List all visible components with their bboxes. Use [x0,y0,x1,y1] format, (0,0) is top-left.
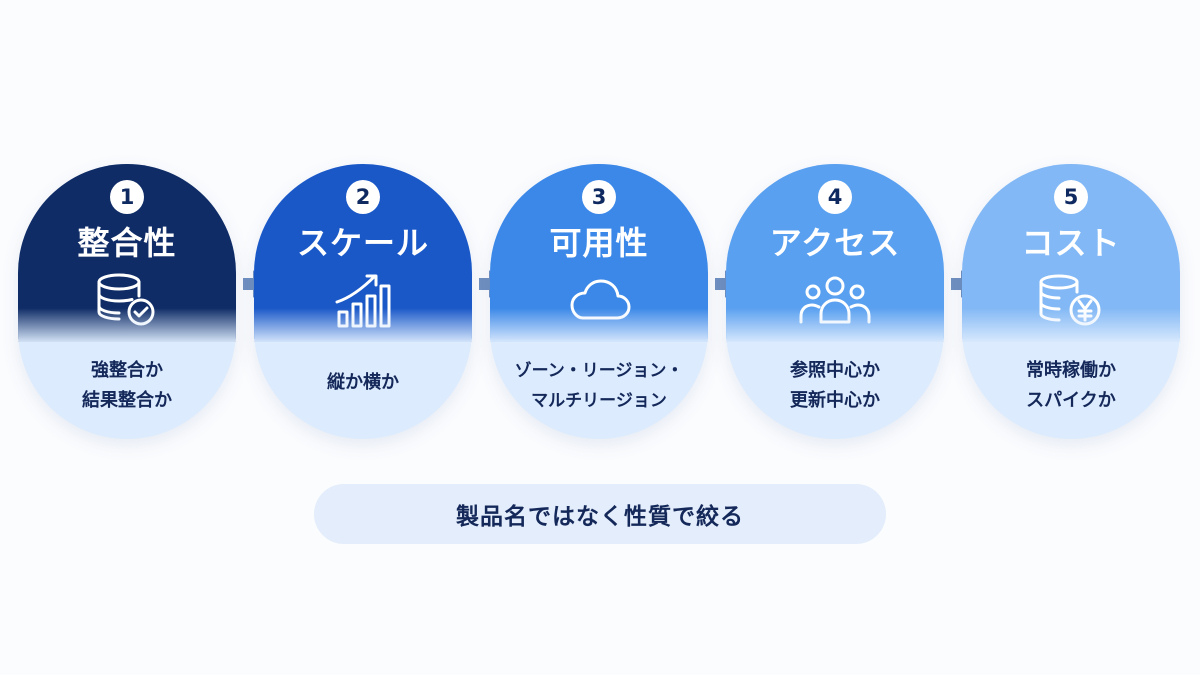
step-card-availability: 3 可用性 ゾーン・リージョン・ マルチリージョン [490,164,708,439]
step-card-cost: 5 コスト 常時稼働か スパイクか [962,164,1180,439]
step-description: 常時稼働か スパイクか [972,356,1170,416]
step-description-line: スパイクか [1026,390,1116,411]
step-card-access: 4 アクセス 参照中心か 更新中心か [726,164,944,439]
step-number: 3 [582,180,616,214]
step-card-consistency: 1 整合性 強整合か 結果整合か [18,164,236,439]
step-description-line: マルチリージョン [531,391,667,411]
step-header: 5 コスト [962,164,1180,342]
step-number: 5 [1054,180,1088,214]
step-number: 4 [818,180,852,214]
step-description-line: 常時稼働か [1026,360,1116,381]
database-check-icon [87,268,167,332]
step-header: 1 整合性 [18,164,236,342]
yen-coins-icon [1031,268,1111,332]
step-description: 縦か横か [264,368,462,398]
step-card-scale: 2 スケール 縦か横か [254,164,472,439]
step-title: アクセス [769,224,901,262]
step-title: スケール [296,224,429,262]
summary-banner: 製品名ではなく性質で絞る [314,484,886,544]
step-title: コスト [1021,224,1121,262]
step-description-line: 縦か横か [327,372,399,393]
step-number: 2 [346,180,380,214]
cloud-icon [559,268,639,332]
growth-chart-icon [323,268,403,332]
step-description: ゾーン・リージョン・ マルチリージョン [500,356,698,416]
process-flow: 1 整合性 強整合か 結果整合か 2 [18,164,1182,439]
step-header: 2 スケール [254,164,472,342]
step-header: 3 可用性 [490,164,708,342]
step-description: 強整合か 結果整合か [28,356,226,416]
users-icon [795,268,875,332]
step-description-line: ゾーン・リージョン・ [514,361,684,381]
step-title: 整合性 [77,224,177,262]
step-description-line: 参照中心か [790,360,880,381]
step-description-line: 結果整合か [82,390,172,411]
step-header: 4 アクセス [726,164,944,342]
step-description: 参照中心か 更新中心か [736,356,934,416]
step-description-line: 更新中心か [790,390,880,411]
step-description-line: 強整合か [91,360,163,381]
step-title: 可用性 [549,224,649,262]
step-number: 1 [110,180,144,214]
